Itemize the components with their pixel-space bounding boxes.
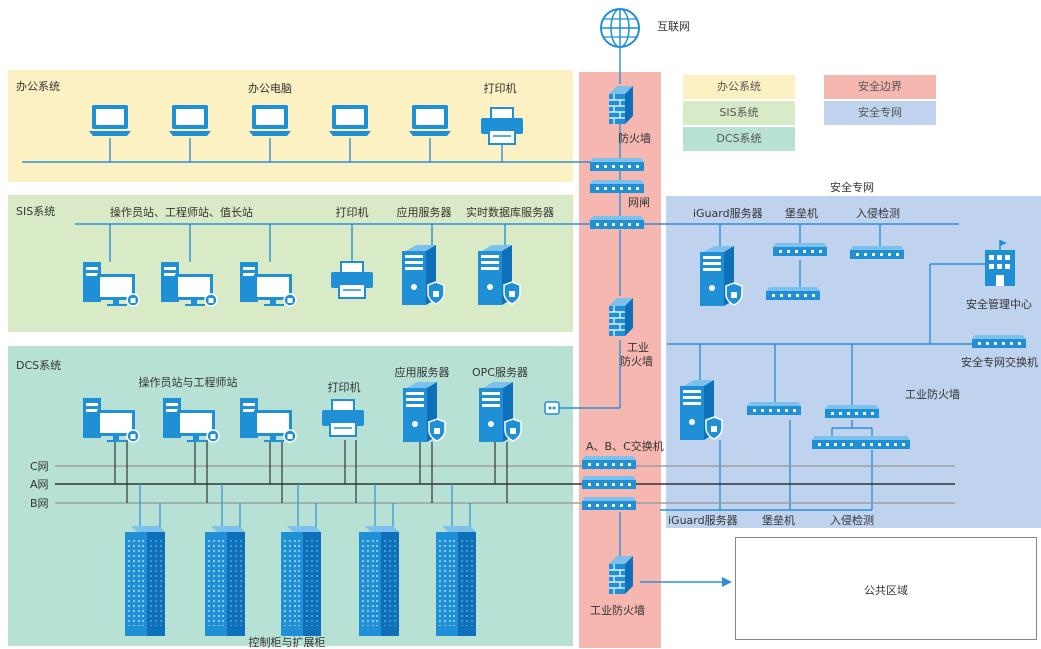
office-laptop-icon <box>169 105 211 136</box>
sis-workstation-icon <box>239 261 297 307</box>
sis-zone-title: SIS系统 <box>16 205 56 218</box>
office-laptop-icon <box>89 105 131 136</box>
control-cabinet-icon <box>358 525 400 637</box>
sis-rtdb-server-label: 实时数据库服务器 <box>466 206 554 219</box>
dcs-zone-title: DCS系统 <box>16 359 62 372</box>
sec-ids-bottom-right-icon <box>856 436 910 449</box>
ind-firewall-label-1: 工业 <box>627 341 649 354</box>
internet-globe-icon <box>600 8 640 48</box>
sec-ids-top-label: 入侵检测 <box>856 207 900 220</box>
legend-dcs: DCS系统 <box>683 127 795 151</box>
firewall-label: 防火墙 <box>618 132 651 145</box>
sis-stations-label: 操作员站、工程师站、值长站 <box>110 206 253 219</box>
switch-b-icon <box>582 497 636 510</box>
dcs-workstation-icon <box>82 397 140 443</box>
public-area-label: 公共区域 <box>864 584 908 597</box>
sis-app-server-label: 应用服务器 <box>396 206 452 219</box>
dcs-printer-icon <box>321 399 365 437</box>
sec-bastion-bottom-icon <box>747 402 801 415</box>
sec-bastion-bottom-label: 堡垒机 <box>762 514 795 527</box>
sec-ids-bottom-label: 入侵检测 <box>830 514 874 527</box>
switch-a-icon <box>582 476 636 489</box>
dcs-opc-server-label: OPC服务器 <box>472 366 528 379</box>
office-printer-icon <box>480 107 524 145</box>
dcs-opc-server-icon <box>478 381 522 443</box>
switch-c-icon <box>582 456 636 469</box>
office-printer-label: 打印机 <box>483 82 517 95</box>
abc-switch-label: A、B、C交换机 <box>586 440 664 453</box>
sis-rtdb-server-icon <box>477 244 521 306</box>
cabinets-label: 控制柜与扩展柜 <box>248 636 326 649</box>
sec-iguard-top-label: iGuard服务器 <box>693 207 763 220</box>
bottom-ind-firewall-label: 工业防火墙 <box>590 604 645 617</box>
control-cabinet-icon <box>280 525 322 637</box>
sec-ind-firewall-switch-icon <box>825 405 879 418</box>
office-laptop-icon <box>329 105 371 136</box>
bottom-industrial-firewall-icon <box>608 555 634 595</box>
industrial-firewall-icon <box>608 297 634 337</box>
ind-firewall-label-2: 防火墙 <box>620 355 653 368</box>
sec-iguard-bottom-label: iGuard服务器 <box>668 514 738 527</box>
sec-iguard-server-lower-icon <box>679 379 723 441</box>
sec-mgmt-center-label: 安全管理中心 <box>966 298 1032 311</box>
dcs-app-server-label: 应用服务器 <box>394 366 450 379</box>
sec-iguard-server-icon <box>699 245 743 307</box>
dcs-stations-label: 操作员站与工程师站 <box>138 376 238 389</box>
net-b-label: B网 <box>30 497 49 510</box>
office-switch-icon <box>590 158 644 171</box>
firewall-icon <box>608 85 634 125</box>
sec-ind-firewall-label: 工业防火墙 <box>905 388 960 401</box>
control-cabinet-icon <box>435 525 477 637</box>
dcs-workstation-icon <box>239 397 297 443</box>
sec-bastion-icon <box>773 243 827 256</box>
legend-office: 办公系统 <box>683 75 795 99</box>
dcs-workstation-icon <box>162 397 220 443</box>
dcs-printer-label: 打印机 <box>327 381 361 394</box>
sis-workstation-icon <box>82 261 140 307</box>
sec-switch-label: 安全专网交换机 <box>961 356 1038 369</box>
sec-network-switch-icon <box>972 335 1026 348</box>
control-cabinet-icon <box>124 525 166 637</box>
office-pc-label: 办公电脑 <box>248 82 292 95</box>
sec-ids-icon <box>850 246 904 259</box>
net-c-label: C网 <box>30 460 49 473</box>
office-laptop-icon <box>409 105 451 136</box>
sec-bastion-top-label: 堡垒机 <box>785 207 818 220</box>
opc-plug-icon <box>544 401 560 415</box>
sis-app-server-icon <box>401 244 445 306</box>
connection-lines <box>22 46 995 583</box>
legend-secnet: 安全专网 <box>824 101 936 125</box>
legend-boundary: 安全边界 <box>824 75 936 99</box>
sis-workstation-icon <box>160 261 218 307</box>
security-network-title: 安全专网 <box>830 181 874 194</box>
sis-switch-icon <box>590 216 644 229</box>
sis-printer-label: 打印机 <box>335 206 369 219</box>
security-management-center-icon <box>985 240 1015 286</box>
legend-sis: SIS系统 <box>683 101 795 125</box>
office-zone-title: 办公系统 <box>16 80 60 93</box>
gatekeeper-icon <box>590 180 644 193</box>
dcs-app-server-icon <box>402 381 446 443</box>
sec-bastion-lower-icon <box>766 287 820 300</box>
sis-printer-icon <box>330 261 374 299</box>
public-area-box: 公共区域 <box>735 537 1037 640</box>
office-laptop-icon <box>249 105 291 136</box>
net-a-label: A网 <box>30 478 49 491</box>
internet-label: 互联网 <box>657 20 690 33</box>
gatekeeper-label: 网闸 <box>628 196 650 209</box>
control-cabinet-icon <box>204 525 246 637</box>
